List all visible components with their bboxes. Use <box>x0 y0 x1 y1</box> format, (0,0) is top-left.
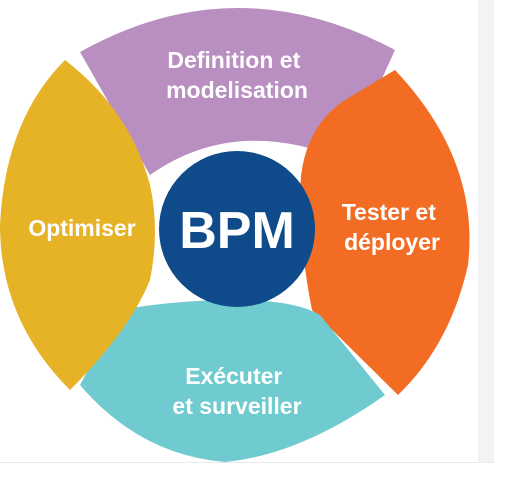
segment-label-optimiser: Optimiser <box>28 215 135 241</box>
segment-tester <box>300 70 470 395</box>
segment-label-definition: Definition et modelisation <box>166 47 308 103</box>
image-bottom-border <box>0 462 494 463</box>
segment-label-tester: Tester et déployer <box>342 199 443 255</box>
segment-label-executer-line1: Exécuter <box>185 363 282 389</box>
segment-label-definition-line2: modelisation <box>166 77 308 103</box>
segment-executer <box>80 300 385 462</box>
segment-label-tester-line2: déployer <box>344 229 440 255</box>
segment-label-tester-line1: Tester et <box>342 199 437 225</box>
segment-optimiser <box>0 60 155 390</box>
segment-label-executer: Exécuter et surveiller <box>172 363 301 419</box>
segment-label-executer-line2: et surveiller <box>172 393 301 419</box>
center-label-bpm: BPM <box>179 202 295 260</box>
center-circle <box>159 151 315 307</box>
segment-label-definition-line1: Definition et <box>167 47 300 73</box>
scrollbar-track <box>478 0 494 462</box>
